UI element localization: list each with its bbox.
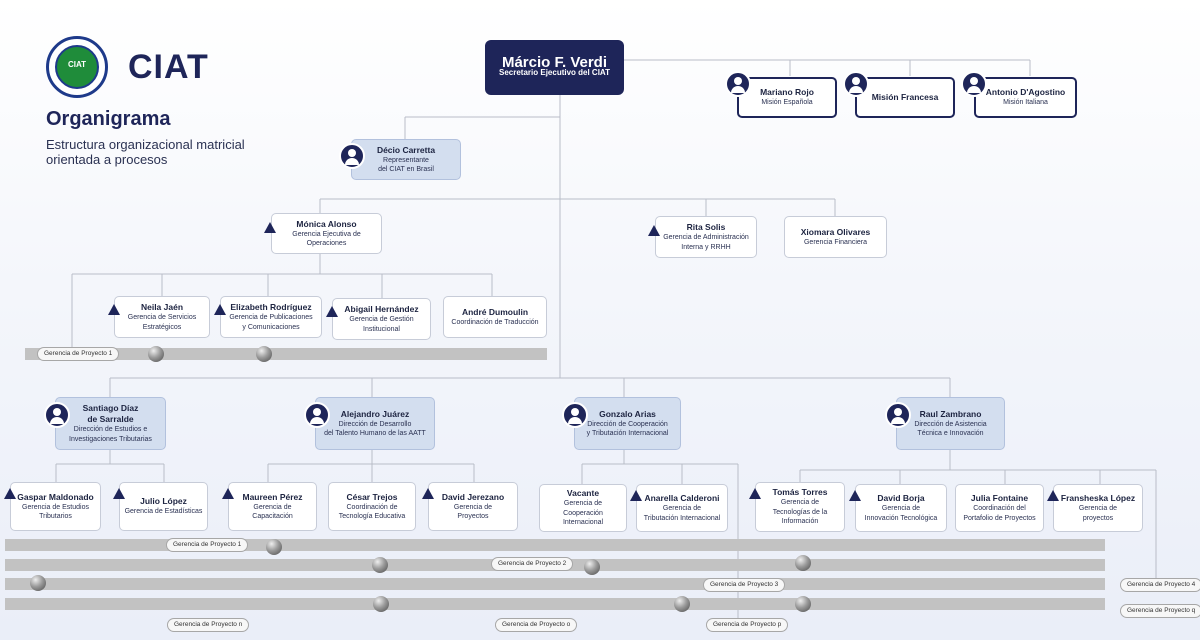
project-node-icon — [584, 559, 600, 575]
executive-role: Secretario Ejecutivo del CIAT — [499, 68, 610, 78]
project-node-icon — [795, 596, 811, 612]
manager-triangle-icon — [222, 488, 234, 499]
project-label[interactable]: Gerencia de Proyecto n — [167, 618, 250, 632]
staff-node[interactable]: Tomás Torres Gerencia de Tecnologías de … — [755, 482, 845, 532]
project-label[interactable]: Gerencia de Proyecto 1 — [166, 538, 249, 552]
staff-node[interactable]: Anarella Calderoni Gerencia de Tributaci… — [636, 484, 728, 532]
project-label[interactable]: Gerencia de Proyecto 4 — [1120, 578, 1200, 592]
project-label[interactable]: Gerencia de Proyecto 2 — [491, 557, 574, 571]
staff-node[interactable]: Gaspar Maldonado Gerencia de Estudios Tr… — [10, 482, 101, 531]
project-node-icon — [373, 596, 389, 612]
project-node-icon — [256, 346, 272, 362]
project-node-icon — [674, 596, 690, 612]
manager-triangle-icon — [648, 225, 660, 236]
operations-unit-node[interactable]: Abigail Hernández Gerencia de Gestión In… — [332, 298, 431, 340]
staff-node[interactable]: Maureen Pérez Gerencia de Capacitación — [228, 482, 317, 531]
brasil-representative-node[interactable]: Décio Carretta Representante del CIAT en… — [351, 139, 461, 180]
project-band — [5, 598, 1105, 610]
project-label[interactable]: Gerencia de Proyecto p — [706, 618, 789, 632]
manager-triangle-icon — [108, 304, 120, 315]
director-node[interactable]: Santiago Díaz de Sarralde Dirección de E… — [55, 397, 166, 450]
project-label[interactable]: Gerencia de Proyecto q — [1120, 604, 1200, 618]
project-node-icon — [266, 539, 282, 555]
brand-name: CIAT — [128, 48, 209, 86]
director-node[interactable]: Alejandro Juárez Dirección de Desarrollo… — [315, 397, 435, 450]
manager-triangle-icon — [749, 488, 761, 499]
staff-node[interactable]: Julio López Gerencia de Estadísticas — [119, 482, 208, 531]
manager-triangle-icon — [849, 490, 861, 501]
operations-manager-node[interactable]: Mónica Alonso Gerencia Ejecutiva de Oper… — [271, 213, 382, 254]
person-icon — [44, 402, 70, 428]
manager-triangle-icon — [264, 222, 276, 233]
executive-name: Márcio F. Verdi — [501, 54, 608, 72]
mission-node-francesa[interactable]: Misión Francesa — [855, 77, 955, 118]
manager-triangle-icon — [4, 488, 16, 499]
person-icon — [725, 71, 751, 97]
person-icon — [961, 71, 987, 97]
staff-node[interactable]: Julia Fontaine Coordinación del Portafol… — [955, 484, 1044, 532]
project-node-icon — [30, 575, 46, 591]
person-icon — [843, 71, 869, 97]
person-icon — [885, 402, 911, 428]
staff-node[interactable]: Vacante Gerencia de Cooperación Internac… — [539, 484, 627, 532]
project-node-icon — [795, 555, 811, 571]
ciat-logo: CIAT — [46, 36, 108, 98]
director-node[interactable]: Gonzalo Arias Dirección de Cooperación y… — [574, 397, 681, 450]
person-icon — [304, 402, 330, 428]
operations-unit-node[interactable]: Neila Jaén Gerencia de Servicios Estraté… — [114, 296, 210, 338]
manager-triangle-icon — [326, 306, 338, 317]
project-label[interactable]: Gerencia de Proyecto 3 — [703, 578, 786, 592]
mission-node-espanola[interactable]: Mariano Rojo Misión Española — [737, 77, 837, 118]
director-node[interactable]: Raul Zambrano Dirección de Asistencia Té… — [896, 397, 1005, 450]
staff-node[interactable]: César Trejos Coordinación de Tecnología … — [328, 482, 416, 531]
project-band — [5, 578, 1105, 590]
manager-triangle-icon — [1047, 490, 1059, 501]
project-node-icon — [148, 346, 164, 362]
manager-triangle-icon — [113, 488, 125, 499]
admin-manager-node[interactable]: Rita Solis Gerencia de Administración In… — [655, 216, 757, 258]
mission-node-italiana[interactable]: Antonio D'Agostino Misión Italiana — [974, 77, 1077, 118]
operations-unit-node[interactable]: Elizabeth Rodríguez Gerencia de Publicac… — [220, 296, 322, 338]
finance-manager-node[interactable]: Xiomara Olivares Gerencia Financiera — [784, 216, 887, 258]
project-label[interactable]: Gerencia de Proyecto o — [495, 618, 578, 632]
person-icon — [562, 402, 588, 428]
manager-triangle-icon — [422, 488, 434, 499]
page-subtitle: Estructura organizacional matricial orie… — [46, 137, 245, 167]
operations-unit-node[interactable]: André Dumoulin Coordinación de Traducció… — [443, 296, 547, 338]
project-node-icon — [372, 557, 388, 573]
person-icon — [339, 143, 365, 169]
manager-triangle-icon — [214, 304, 226, 315]
staff-node[interactable]: David Jerezano Gerencia de Proyectos — [428, 482, 518, 531]
staff-node[interactable]: David Borja Gerencia de Innovación Tecno… — [855, 484, 947, 532]
staff-node[interactable]: Fransheska López Gerencia de proyectos — [1053, 484, 1143, 532]
page-title: Organigrama — [46, 108, 171, 130]
executive-node[interactable]: Márcio F. Verdi Secretario Ejecutivo del… — [485, 40, 624, 95]
project-label[interactable]: Gerencia de Proyecto 1 — [37, 347, 120, 361]
manager-triangle-icon — [630, 490, 642, 501]
